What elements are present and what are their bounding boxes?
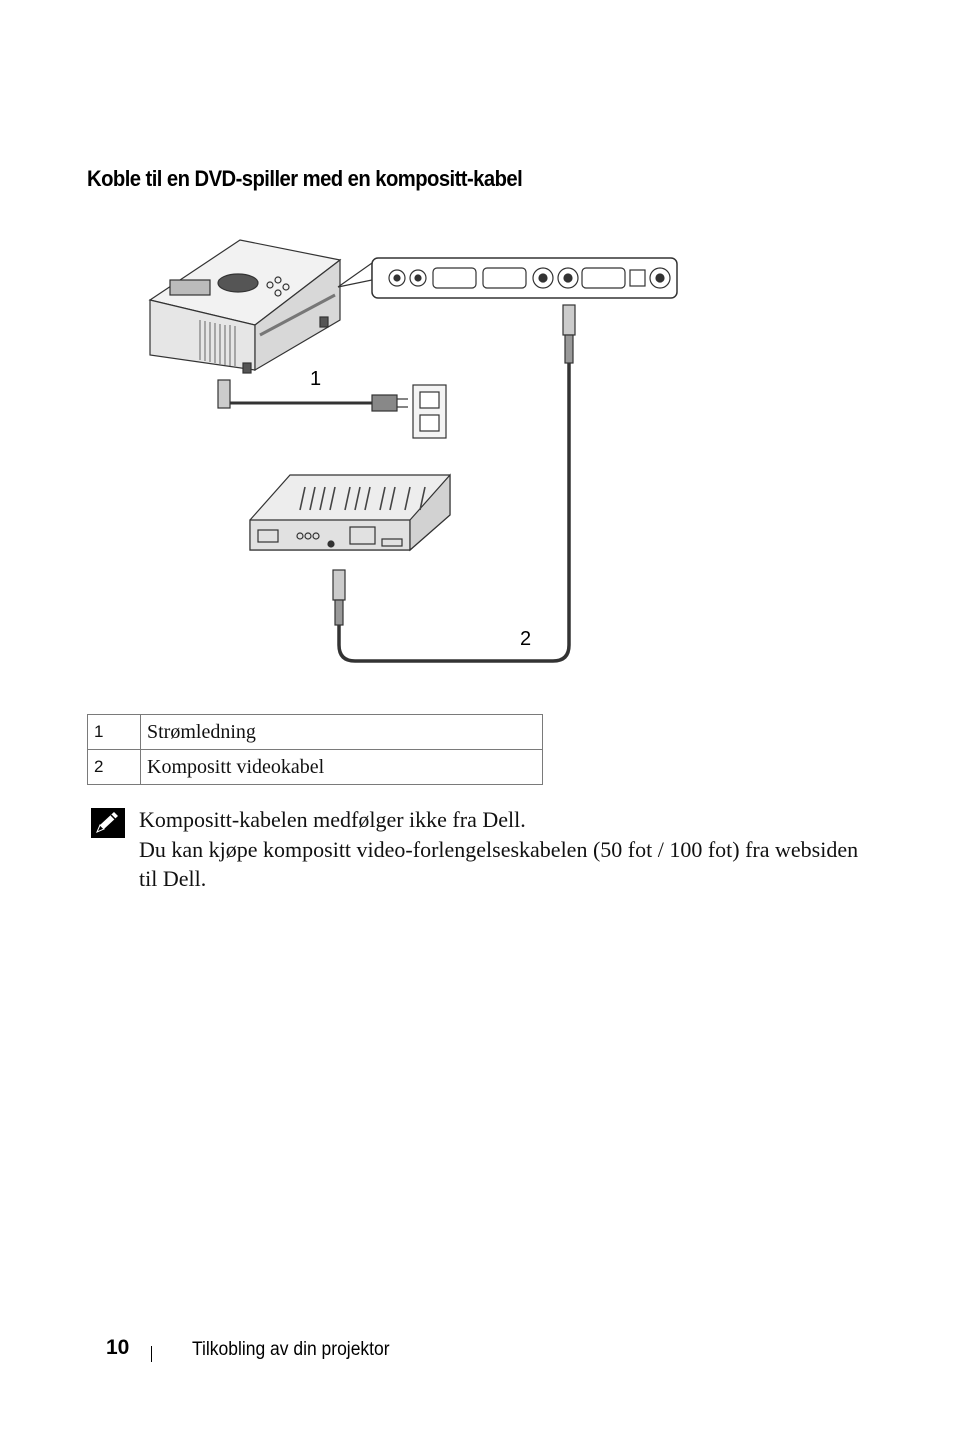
callout-2: 2 bbox=[520, 628, 531, 650]
legend-number: 2 bbox=[87, 749, 141, 785]
legend-label: Strømledning bbox=[140, 714, 543, 750]
legend-number: 1 bbox=[87, 714, 141, 750]
note-line-2: Du kan kjøpe kompositt video-forlengelse… bbox=[139, 836, 859, 892]
note-text: Kompositt-kabelen medfølger ikke fra Del… bbox=[139, 805, 859, 894]
connection-diagram: 1 2 bbox=[148, 239, 678, 663]
projector-illustration bbox=[148, 239, 342, 374]
note-line-1: Kompositt-kabelen medfølger ikke fra Del… bbox=[139, 807, 526, 832]
footer-divider bbox=[151, 1346, 152, 1362]
projector-rear-panel bbox=[371, 257, 678, 299]
composite-cable bbox=[332, 304, 576, 663]
section-heading: Koble til en DVD-spiller med en komposit… bbox=[87, 166, 523, 191]
footer-title: Tilkobling av din projektor bbox=[192, 1339, 390, 1360]
table-row: 2 Kompositt videokabel bbox=[87, 749, 543, 785]
legend-label: Kompositt videokabel bbox=[140, 749, 543, 785]
power-cable bbox=[217, 379, 408, 412]
table-row: 1 Strømledning bbox=[87, 714, 543, 750]
pencil-note-icon bbox=[91, 808, 125, 838]
legend-table: 1 Strømledning 2 Kompositt videokabel bbox=[87, 714, 543, 785]
page-number: 10 bbox=[106, 1336, 130, 1359]
callout-1: 1 bbox=[310, 368, 321, 390]
dvd-player-illustration bbox=[249, 473, 451, 552]
wall-outlet bbox=[412, 384, 447, 439]
